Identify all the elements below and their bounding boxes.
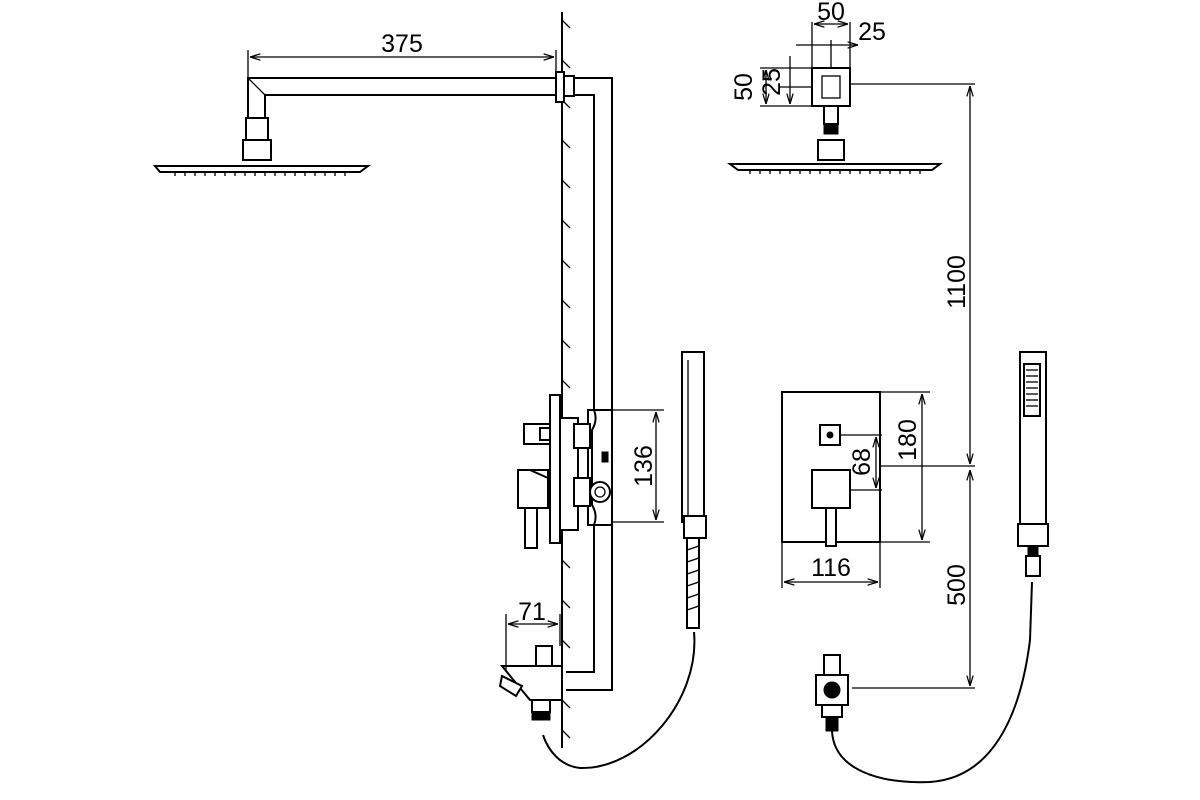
dim-label-50-top: 50 [817, 0, 845, 26]
dim-label-71: 71 [518, 598, 546, 626]
dim-label-50-side: 50 [730, 73, 758, 101]
dim-label-25-side: 25 [758, 68, 786, 96]
wall-outlet-elbow [815, 581, 1033, 784]
dim-mixer-height: 136 [612, 409, 664, 523]
mixer-valve [517, 394, 613, 549]
dim-label-68: 68 [848, 448, 876, 476]
mixer-cover-plate: 68 180 116 [781, 391, 930, 588]
bath-spout [498, 645, 563, 721]
hand-shower-left [542, 351, 707, 770]
dim-label-375: 375 [381, 30, 423, 58]
dim-label-1100: 1100 [943, 255, 971, 309]
dim-label-180: 180 [894, 419, 922, 461]
hand-shower-right [1017, 351, 1049, 577]
rain-shower-head-front [727, 105, 943, 174]
dim-spout-projection: 71 [505, 598, 561, 672]
dim-arm-length: 375 [247, 30, 557, 78]
dim-label-500: 500 [943, 564, 971, 606]
side-view: 375 [152, 12, 707, 770]
concealed-pipe [566, 77, 613, 691]
dim-label-136: 136 [630, 445, 658, 487]
shower-arm [247, 71, 575, 119]
dim-label-25-top: 25 [858, 18, 886, 46]
front-view: 50 25 50 25 [727, 0, 1049, 784]
wall [561, 12, 571, 748]
dim-label-116: 116 [811, 554, 851, 582]
dim-heights: 1100 500 [852, 86, 975, 689]
ceiling-fitting: 50 25 50 25 [730, 0, 975, 107]
rain-shower-head [152, 117, 371, 176]
